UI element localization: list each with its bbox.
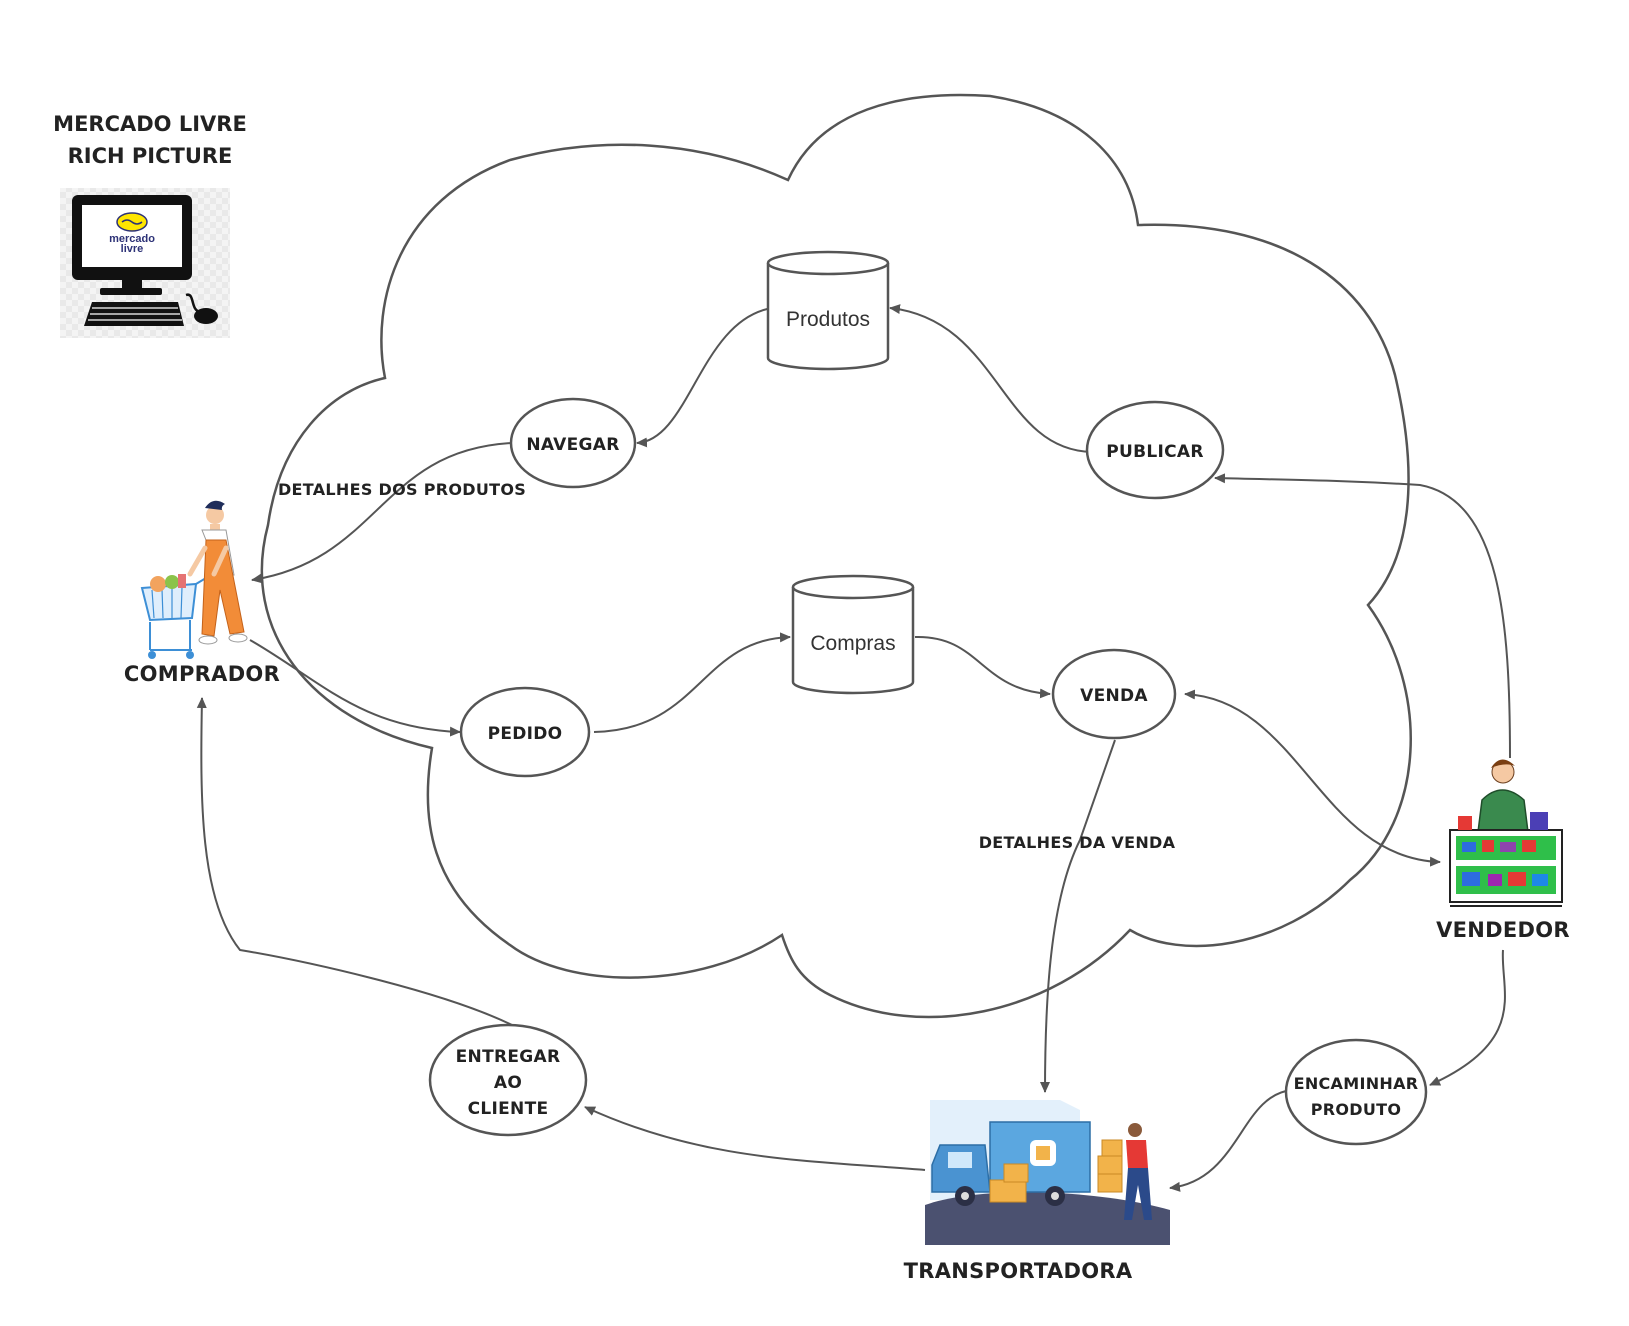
logo-text-line-1: mercado <box>109 233 155 245</box>
arrow-comprador-to-pedido <box>249 639 461 737</box>
process-navegar-label: NAVEGAR <box>526 435 619 455</box>
arrow-vendedor-to-publicar <box>1214 473 1511 759</box>
process-venda-label: VENDA <box>1080 686 1148 706</box>
process-encaminhar-line-1: ENCAMINHAR <box>1294 1074 1419 1093</box>
process-entregar-line-1: ENTREGAR <box>456 1047 561 1067</box>
process-encaminhar-produto: ENCAMINHAR PRODUTO <box>1284 1038 1428 1146</box>
title-line-1: MERCADO LIVRE <box>53 112 247 136</box>
arrow-venda-to-transportadora <box>1040 739 1116 1093</box>
flow-label-detalhes-produtos: DETALHES DOS PRODUTOS <box>278 480 526 499</box>
arrow-compras-to-venda <box>914 635 1051 699</box>
arrow-entregar-to-comprador <box>196 697 513 1026</box>
datastore-compras: Compras <box>791 574 915 695</box>
process-pedido-label: PEDIDO <box>488 724 563 744</box>
flow-arrows <box>196 304 1511 1192</box>
arrow-encaminhar-to-transportadora <box>1169 1089 1293 1192</box>
process-pedido: PEDIDO <box>459 686 591 778</box>
cloud-boundary <box>260 93 1412 1019</box>
arrow-vendedor-to-encaminhar <box>1429 949 1506 1086</box>
arrow-publicar-to-produtos <box>889 304 1093 453</box>
arrow-pedido-to-compras <box>593 632 791 733</box>
shopper-with-cart-icon <box>140 500 248 659</box>
arrow-navegar-to-comprador <box>251 442 513 584</box>
process-encaminhar-line-2: PRODUTO <box>1311 1100 1402 1119</box>
process-entregar-ao-cliente: ENTREGAR AO CLIENTE <box>428 1023 588 1137</box>
delivery-truck-icon <box>925 1100 1170 1245</box>
arrow-produtos-to-navegar <box>636 307 773 448</box>
flow-label-detalhes-venda: DETALHES DA VENDA <box>979 833 1176 852</box>
process-entregar-line-3: CLIENTE <box>468 1099 549 1119</box>
title-line-2: RICH PICTURE <box>67 144 233 168</box>
process-venda: VENDA <box>1051 648 1177 740</box>
process-publicar: PUBLICAR <box>1085 400 1225 500</box>
diagram-title: MERCADO LIVRE RICH PICTURE <box>30 108 270 172</box>
arrow-transportadora-to-entregar <box>584 1106 926 1171</box>
actor-comprador-label: COMPRADOR <box>124 662 280 686</box>
datastore-produtos-label: Produtos <box>786 308 870 331</box>
actor-transportadora-label: TRANSPORTADORA <box>904 1259 1133 1283</box>
seller-at-counter-icon <box>1449 759 1563 907</box>
computer-logo-icon: mercado livre <box>60 188 230 338</box>
process-navegar: NAVEGAR <box>509 397 637 489</box>
datastore-produtos: Produtos <box>766 250 890 371</box>
process-entregar-line-2: AO <box>494 1073 522 1093</box>
logo-text-line-2: livre <box>121 243 144 255</box>
datastore-compras-label: Compras <box>810 632 895 655</box>
actor-vendedor-label: VENDEDOR <box>1436 918 1570 942</box>
process-publicar-label: PUBLICAR <box>1106 442 1204 462</box>
arrow-venda-vendedor <box>1184 689 1441 867</box>
